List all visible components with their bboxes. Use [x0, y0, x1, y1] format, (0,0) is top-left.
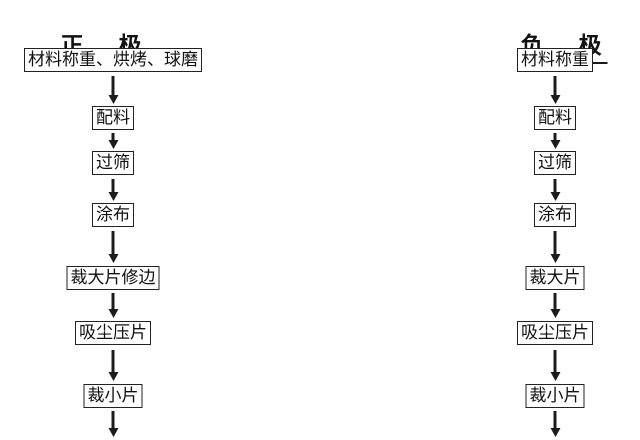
arrow-head-icon	[108, 372, 118, 381]
arrow-shaft	[553, 179, 557, 192]
arrow-shaft	[111, 231, 115, 254]
step-label: 吸尘压片	[521, 323, 589, 342]
arrow-shaft	[111, 179, 115, 192]
arrow-head-icon	[108, 428, 118, 437]
arrow-head-icon	[550, 192, 560, 201]
arrow-shaft	[111, 350, 115, 372]
arrow-head-icon	[550, 254, 560, 263]
flow-arrow-down	[550, 411, 561, 437]
arrow-shaft	[111, 133, 115, 140]
flow-arrow-down	[108, 76, 119, 104]
flow-arrow-down	[108, 411, 119, 437]
step-box: 裁大片	[525, 266, 585, 291]
flow-arrow-down	[108, 133, 119, 149]
arrow-head-icon	[108, 309, 118, 318]
arrow-shaft	[111, 76, 115, 95]
step-label: 过筛	[96, 153, 130, 172]
arrow-head-icon	[108, 140, 118, 149]
step-box: 配料	[92, 106, 134, 131]
flow-arrow-down	[550, 231, 561, 263]
arrow-shaft	[111, 411, 115, 428]
arrow-shaft	[111, 293, 115, 309]
arrow-head-icon	[550, 309, 560, 318]
flow-arrow-down	[108, 350, 119, 381]
step-label: 材料称重、烘烤、球磨	[28, 50, 198, 69]
step-box: 配料	[534, 106, 576, 131]
flow-arrow-down	[550, 350, 561, 381]
step-box: 过筛	[534, 151, 576, 176]
arrow-head-icon	[550, 95, 560, 104]
step-label: 吸尘压片	[79, 323, 147, 342]
arrow-shaft	[553, 76, 557, 95]
flow-arrow-down	[550, 179, 561, 201]
step-label: 裁大片修边	[70, 268, 156, 287]
step-label: 裁大片	[529, 268, 581, 287]
step-label: 过筛	[538, 153, 572, 172]
step-box: 材料称重	[517, 48, 593, 73]
arrow-shaft	[553, 133, 557, 140]
step-box: 吸尘压片	[75, 321, 151, 346]
flow-arrow-down	[108, 179, 119, 201]
arrow-shaft	[553, 350, 557, 372]
flow-arrow-down	[550, 133, 561, 149]
step-label: 涂布	[96, 205, 130, 224]
arrow-head-icon	[550, 372, 560, 381]
arrow-head-icon	[550, 140, 560, 149]
arrow-shaft	[553, 293, 557, 309]
step-box: 裁小片	[83, 384, 143, 409]
step-label: 材料称重	[521, 50, 589, 69]
step-label: 涂布	[538, 205, 572, 224]
arrow-shaft	[553, 231, 557, 254]
flow-arrow-down	[108, 293, 119, 318]
step-box: 涂布	[534, 203, 576, 228]
arrow-head-icon	[108, 95, 118, 104]
flow-arrow-down	[550, 76, 561, 104]
arrow-head-icon	[108, 254, 118, 263]
flow-arrow-down	[550, 293, 561, 318]
negative-electrode-column: 负 极 材料称重 配料 过筛 涂布 裁大片 吸尘压片 裁小片	[442, 0, 640, 440]
step-label: 裁小片	[529, 386, 581, 405]
step-box: 裁大片修边	[66, 266, 160, 291]
step-label: 裁小片	[87, 386, 139, 405]
step-box: 吸尘压片	[517, 321, 593, 346]
arrow-head-icon	[108, 192, 118, 201]
step-box: 裁小片	[525, 384, 585, 409]
step-box: 材料称重、烘烤、球磨	[24, 48, 202, 73]
step-box: 涂布	[92, 203, 134, 228]
positive-electrode-column: 正 极 材料称重、烘烤、球磨 配料 过筛 涂布 裁大片修边 吸尘压片 裁小片	[0, 0, 226, 440]
step-label: 配料	[538, 108, 572, 127]
step-label: 配料	[96, 108, 130, 127]
step-box: 过筛	[92, 151, 134, 176]
flow-arrow-down	[108, 231, 119, 263]
arrow-head-icon	[550, 428, 560, 437]
arrow-shaft	[553, 411, 557, 428]
